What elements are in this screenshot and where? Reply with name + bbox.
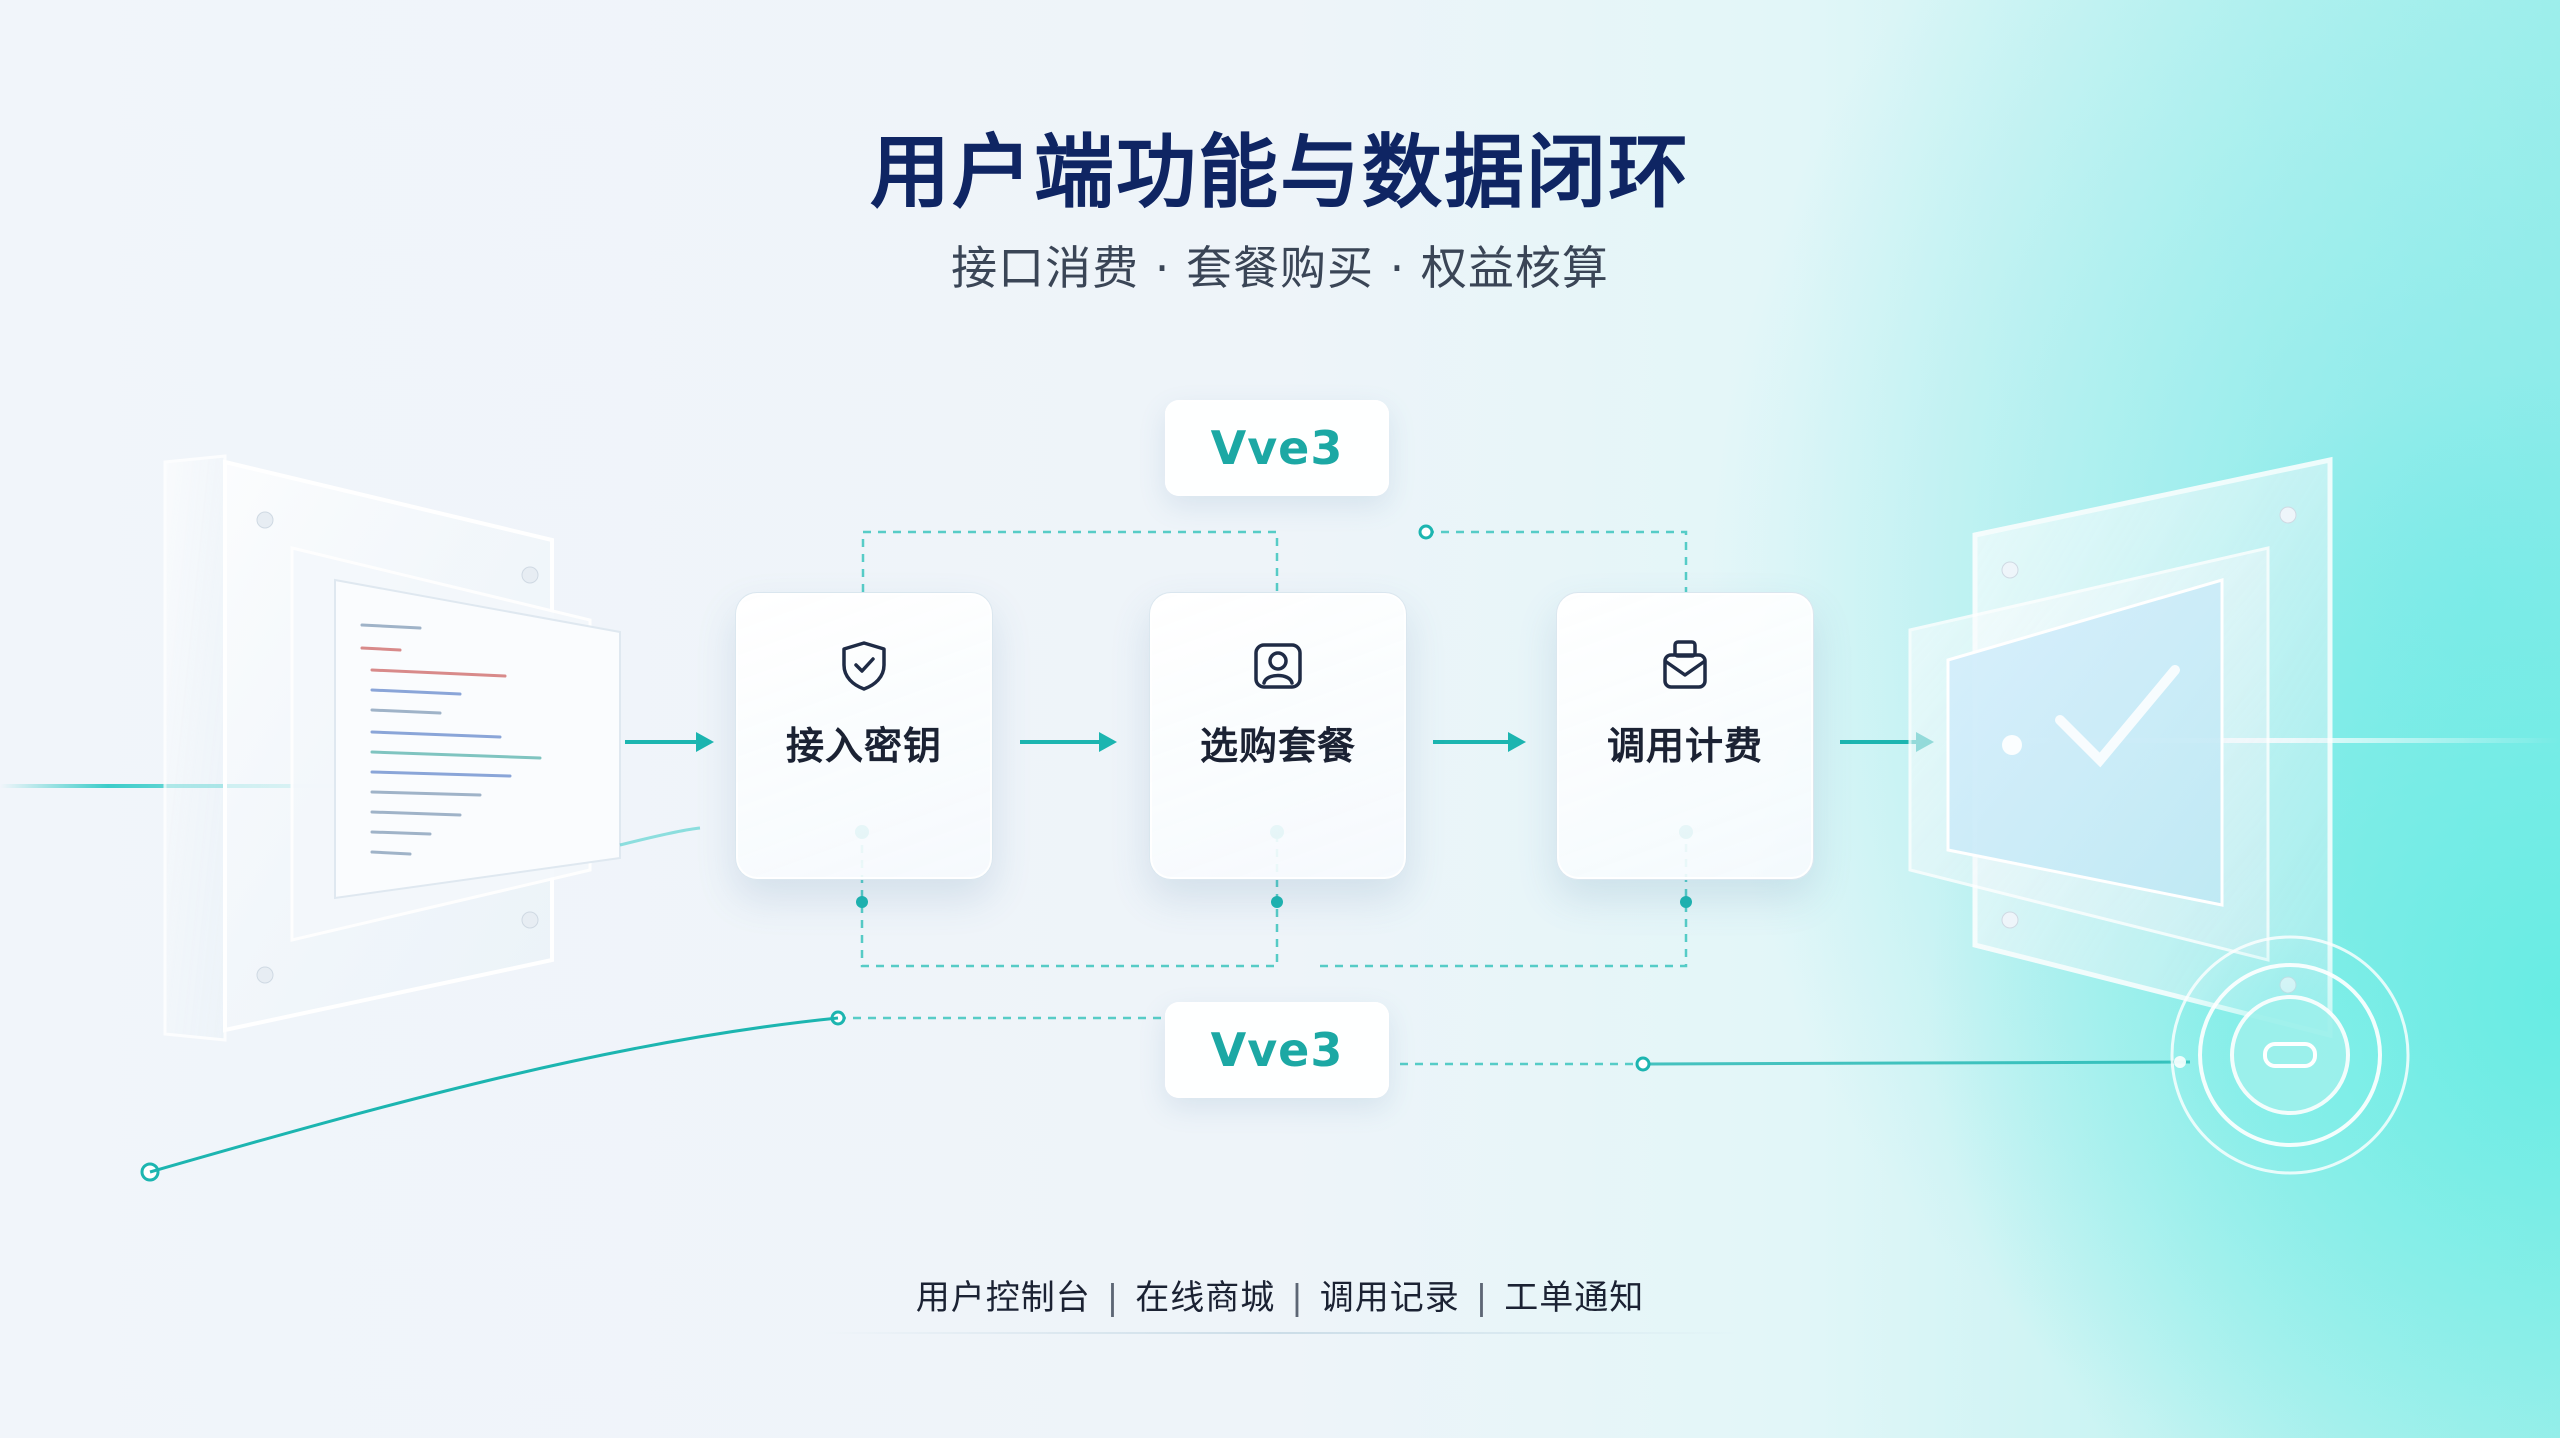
- nav-underline: [820, 1332, 1740, 1334]
- user-badge-icon: [1254, 643, 1302, 689]
- nav-separator: |: [1475, 1278, 1489, 1318]
- nav-item-console[interactable]: 用户控制台: [915, 1278, 1091, 1318]
- page-title: 用户端功能与数据闭环: [870, 126, 1690, 219]
- target-rings: [2160, 925, 2420, 1185]
- step-label: 选购套餐: [1199, 724, 1356, 768]
- tag-bottom: Vve3: [1165, 1002, 1389, 1098]
- nav-separator: |: [1106, 1278, 1120, 1318]
- step-card-call-billing[interactable]: 调用计费: [1556, 592, 1814, 880]
- right-glass-panels: [1908, 456, 2333, 1039]
- mail-bill-icon: [1663, 640, 1707, 689]
- step-label: 接入密钥: [785, 724, 942, 768]
- left-glass-panels: [163, 454, 621, 1042]
- nav-separator: |: [1291, 1278, 1304, 1318]
- sweep-line: [149, 1016, 839, 1174]
- page-subtitle: 接口消费 · 套餐购买 · 权益核算: [951, 241, 1609, 295]
- shield-check-icon: [842, 641, 886, 691]
- step-card-select-plan[interactable]: 选购套餐: [1149, 592, 1407, 880]
- tag-top: Vve3: [1165, 400, 1389, 496]
- step-card-access-key[interactable]: 接入密钥: [735, 592, 993, 880]
- nav-item-call-records[interactable]: 调用记录: [1319, 1278, 1460, 1318]
- bottom-nav: 用户控制台 | 在线商城 | 调用记录 | 工单通知: [0, 1270, 2560, 1319]
- nav-item-tickets[interactable]: 工单通知: [1504, 1278, 1645, 1318]
- step-label: 调用计费: [1606, 724, 1763, 768]
- nav-item-store[interactable]: 在线商城: [1135, 1278, 1276, 1318]
